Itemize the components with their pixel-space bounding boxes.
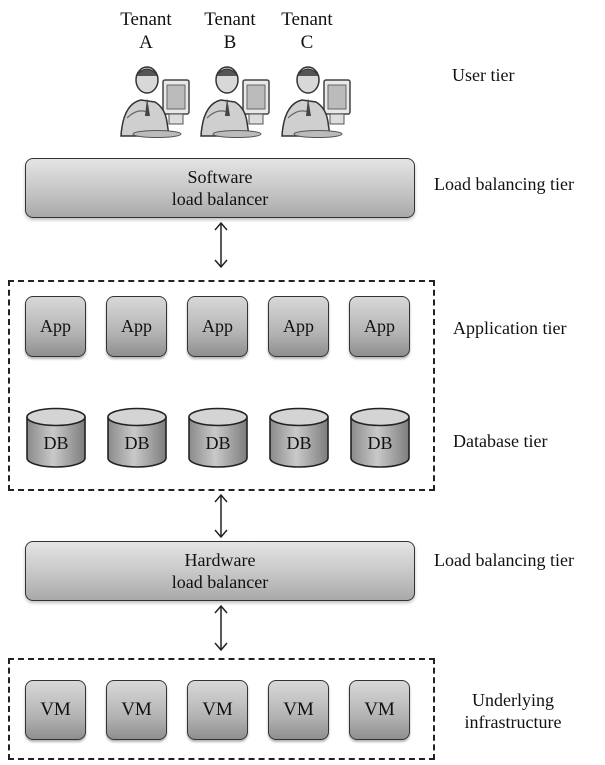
lb-tier-label-top: Load balancing tier [434, 174, 574, 194]
infrastructure-tier-label: Underlying infrastructure [464, 690, 562, 732]
vm-box: VM [106, 680, 167, 740]
db-label: DB [205, 433, 231, 453]
db-cylinder: DB [349, 407, 411, 469]
infrastructure-group [8, 658, 435, 760]
app-box: App [268, 296, 329, 357]
user-tier-label: User tier [452, 65, 515, 85]
vm-box: VM [25, 680, 86, 740]
tenant-c-label: Tenant C [281, 9, 333, 53]
db-label: DB [286, 433, 312, 453]
app-box: App [349, 296, 410, 357]
db-label: DB [124, 433, 150, 453]
app-box: App [187, 296, 248, 357]
db-cylinder: DB [106, 407, 168, 469]
user-icon [200, 66, 270, 138]
application-database-group [8, 280, 435, 491]
bidirectional-arrow-icon [214, 604, 228, 652]
user-icon [281, 66, 351, 138]
app-box: App [25, 296, 86, 357]
database-icon [350, 407, 410, 468]
database-tier-label: Database tier [453, 431, 548, 451]
hardware-load-balancer: Hardware load balancer [25, 541, 415, 601]
database-icon [188, 407, 248, 468]
vm-box: VM [268, 680, 329, 740]
db-label: DB [43, 433, 69, 453]
vm-box: VM [187, 680, 248, 740]
application-tier-label: Application tier [453, 318, 567, 338]
software-load-balancer: Software load balancer [25, 158, 415, 218]
database-icon [107, 407, 167, 468]
tenant-a-label: Tenant A [120, 9, 172, 53]
vm-box: VM [349, 680, 410, 740]
database-icon [269, 407, 329, 468]
db-cylinder: DB [268, 407, 330, 469]
database-icon [26, 407, 86, 468]
bidirectional-arrow-icon [214, 221, 228, 269]
tenant-b-label: Tenant B [204, 9, 256, 53]
db-cylinder: DB [187, 407, 249, 469]
db-label: DB [367, 433, 393, 453]
app-box: App [106, 296, 167, 357]
db-cylinder: DB [25, 407, 87, 469]
user-icon [120, 66, 190, 138]
lb-tier-label-bottom: Load balancing tier [434, 550, 574, 570]
bidirectional-arrow-icon [214, 493, 228, 539]
